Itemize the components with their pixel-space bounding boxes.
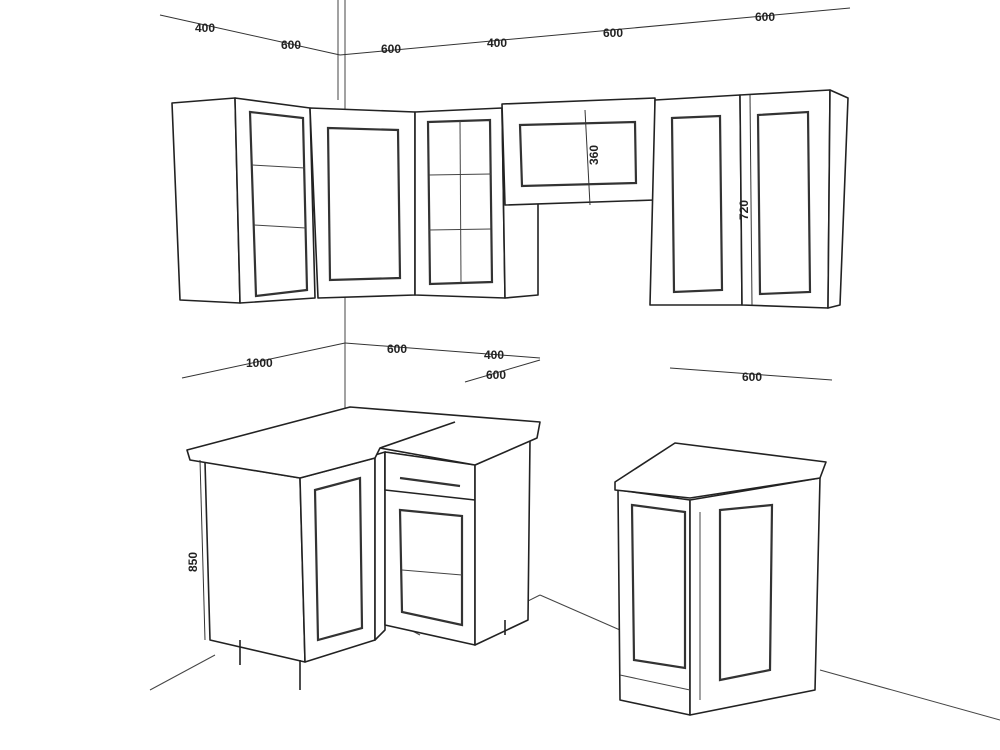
dimension-lines (159, 7, 851, 641)
dim-upper-600-hood: 600 (603, 26, 623, 40)
dim-lower-1000: 1000 (246, 356, 273, 370)
upper-cabinets (171, 89, 849, 309)
dim-upper-400-mid: 400 (487, 36, 507, 50)
dim-lower-600: 600 (387, 342, 407, 356)
dim-upper-600-left: 600 (281, 38, 301, 52)
dim-lower-600-right: 600 (742, 370, 762, 384)
dim-cabinet-height: 720 (737, 200, 751, 220)
dim-upper-600-corner: 600 (381, 42, 401, 56)
dim-lower-400: 400 (484, 348, 504, 362)
dim-lower-600-depth: 600 (486, 368, 506, 382)
dim-upper-400-left: 400 (195, 21, 215, 35)
lower-cabinets (186, 406, 827, 716)
dim-upper-600-right: 600 (755, 10, 775, 24)
dim-base-height: 850 (186, 552, 200, 572)
dim-hood-height: 360 (587, 145, 601, 165)
